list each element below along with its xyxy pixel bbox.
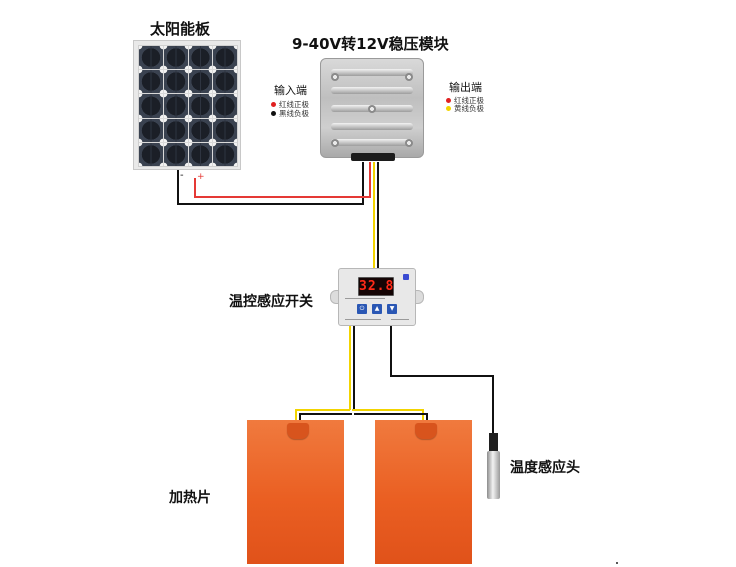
- voltage-regulator-module: [320, 58, 424, 161]
- input-legend-black: 黑线负极: [271, 108, 309, 119]
- solar-cell: [188, 70, 213, 94]
- solar-cell: [213, 94, 237, 118]
- solar-cell-grid: [138, 45, 238, 167]
- screw-icon: [405, 73, 413, 81]
- status-led-icon: [403, 274, 409, 280]
- panel-caption-line: [345, 298, 385, 299]
- output-legend-yellow: 黄线负极: [446, 103, 484, 114]
- heater-terminal: [415, 423, 437, 439]
- converter-title: 9-40V转12V稳压模块: [292, 35, 449, 53]
- red-dot-icon: [446, 98, 451, 103]
- solar-cell: [139, 142, 163, 167]
- solar-panel: [133, 40, 241, 170]
- input-end-label: 输入端: [274, 84, 307, 97]
- module-base: [351, 153, 395, 161]
- solar-cell: [213, 46, 237, 70]
- heatsink-fin: [331, 69, 413, 76]
- solar-cell: [213, 142, 237, 167]
- solar-cell: [163, 118, 188, 143]
- input-legend-red: 红线正极: [271, 99, 309, 110]
- sensor-cable-end: [489, 433, 498, 453]
- wire-solar-positive: [194, 162, 371, 198]
- solar-cell: [163, 142, 188, 167]
- down-button[interactable]: ▼: [387, 304, 397, 314]
- solar-cell: [163, 46, 188, 70]
- output-legend-red-text: 红线正极: [454, 96, 484, 105]
- thermostat-switch: 32.8 ⏻ ▲ ▼: [338, 268, 416, 326]
- power-button[interactable]: ⏻: [357, 304, 367, 314]
- solar-cell: [188, 46, 213, 70]
- heater-terminal: [287, 423, 309, 439]
- yellow-dot-icon: [446, 106, 451, 111]
- output-end-label: 输出端: [449, 81, 482, 94]
- solar-cell: [163, 70, 188, 94]
- heatsink-fin: [331, 87, 413, 94]
- panel-model-line: [391, 319, 409, 320]
- heater-pad-left: [247, 420, 344, 564]
- stray-dot: [616, 562, 618, 564]
- negative-terminal-label: -: [180, 170, 184, 181]
- positive-terminal-label: +: [197, 172, 205, 182]
- solar-cell: [213, 70, 237, 94]
- solar-cell: [139, 94, 163, 118]
- screw-icon: [405, 139, 413, 147]
- red-dot-icon: [271, 102, 276, 107]
- screw-icon: [331, 73, 339, 81]
- heatsink-fin: [331, 139, 413, 146]
- solar-cell: [188, 94, 213, 118]
- solar-cell: [139, 70, 163, 94]
- wire-sensor: [390, 326, 494, 434]
- sensor-label: 温度感应头: [510, 460, 580, 476]
- temperature-display: 32.8: [358, 277, 395, 296]
- solar-cell: [213, 118, 237, 143]
- solar-panel-label: 太阳能板: [150, 20, 211, 38]
- solar-cell: [188, 142, 213, 167]
- output-legend-red: 红线正极: [446, 95, 484, 106]
- black-dot-icon: [271, 111, 276, 116]
- input-legend-red-text: 红线正极: [279, 100, 309, 109]
- solar-cell: [163, 94, 188, 118]
- heater-label: 加热片: [169, 490, 211, 506]
- wire-solar-negative: [177, 162, 364, 205]
- heater-pad-right: [375, 420, 472, 564]
- solar-cell: [188, 118, 213, 143]
- screw-icon: [368, 105, 376, 113]
- solar-cell: [139, 46, 163, 70]
- heatsink-fin: [331, 123, 413, 130]
- solar-cell: [139, 118, 163, 143]
- thermostat-label: 温控感应开关: [229, 294, 313, 310]
- up-button[interactable]: ▲: [372, 304, 382, 314]
- input-legend-black-text: 黑线负极: [279, 109, 309, 118]
- temperature-sensor-probe: [487, 451, 500, 499]
- screw-icon: [331, 139, 339, 147]
- output-legend-yellow-text: 黄线负极: [454, 104, 484, 113]
- panel-footer-line: [345, 319, 381, 320]
